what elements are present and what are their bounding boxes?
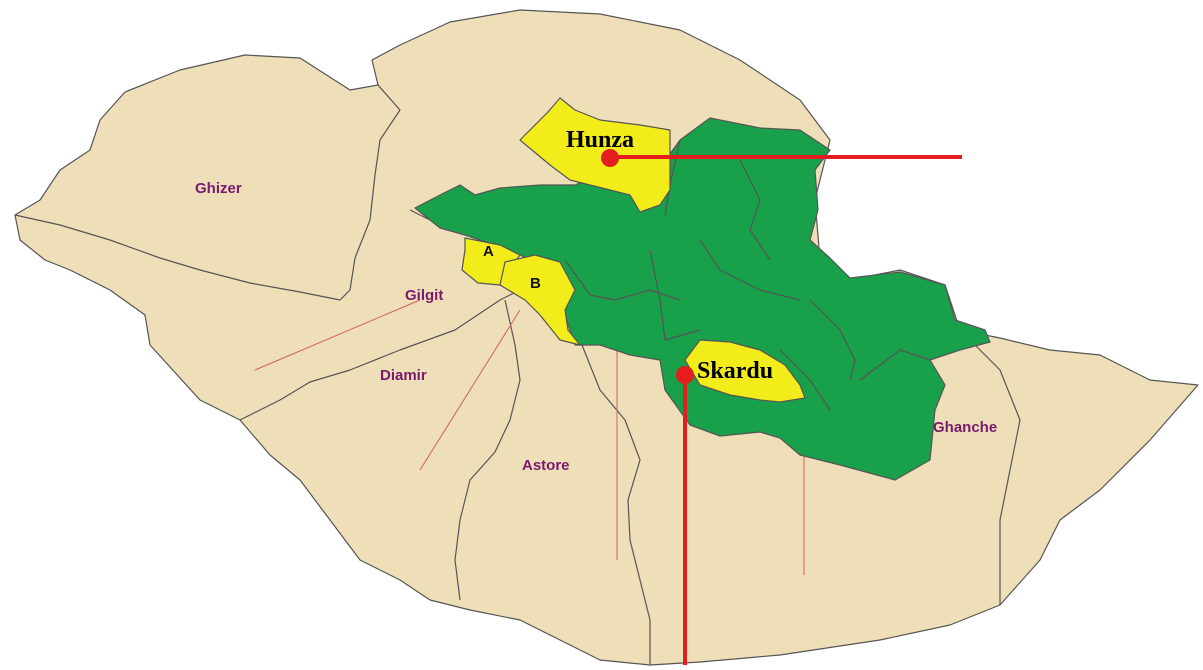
zone-b-region [499, 254, 581, 346]
border-gilgit-astore [454, 299, 521, 601]
zone-label-b: B [530, 275, 541, 292]
city-label-skardu: Skardu [697, 358, 773, 384]
skardu-marker [676, 366, 694, 384]
city-label-hunza: Hunza [566, 127, 634, 153]
district-label-gilgit: Gilgit [405, 287, 443, 304]
district-label-ghizer: Ghizer [195, 180, 242, 197]
thin-line-1 [254, 299, 421, 371]
border-astore-east [579, 339, 651, 665]
zone-label-a: A [483, 243, 494, 260]
border-ghizer-south [14, 214, 341, 301]
district-label-diamir: Diamir [380, 367, 427, 384]
thin-line-2 [419, 309, 521, 471]
district-label-astore: Astore [522, 457, 570, 474]
border-gilgit-diamir [239, 289, 521, 421]
border-ghanche-east [959, 329, 1021, 605]
hunza-marker [601, 149, 619, 167]
skardu-region [684, 339, 806, 403]
border-ghizer-gilgit [339, 84, 401, 301]
hunza-region [519, 97, 671, 213]
district-label-ghanche: Ghanche [933, 419, 997, 436]
